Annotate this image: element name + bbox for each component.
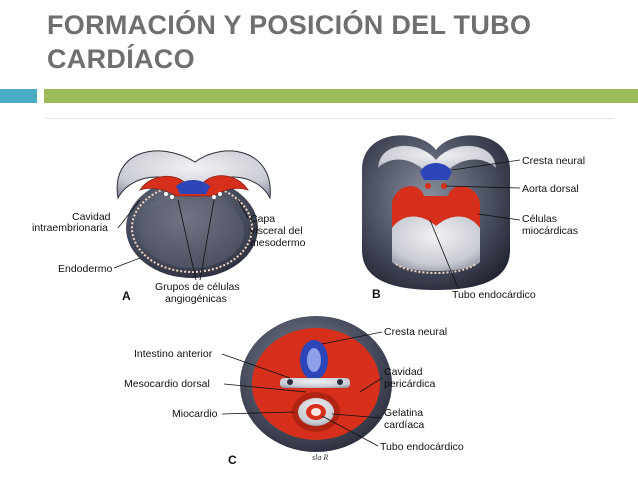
panel-b-letter: B: [372, 287, 381, 301]
content-divider: [44, 118, 614, 119]
label-celulas-miocardicas-1: Células: [522, 213, 557, 225]
label-capa-visceral-2: visceral del: [250, 225, 303, 237]
label-cresta-neural-c: Cresta neural: [384, 326, 447, 338]
label-cavidad-intraembrionaria-2: intraembrionaria: [32, 222, 108, 234]
panel-a-endoderm-dots: [131, 183, 253, 273]
label-intestino-anterior: Intestino anterior: [134, 348, 213, 360]
label-gelatina-cardiaca-1: Gelatina: [384, 407, 423, 419]
label-capa-visceral-3: mesodermo: [250, 237, 306, 249]
panel-a-letter: A: [122, 289, 131, 303]
label-miocardio: Miocardio: [172, 408, 218, 420]
label-cavidad-pericardica-2: pericárdica: [384, 378, 436, 390]
label-cavidad-intraembrionaria-1: Cavidad: [72, 211, 111, 223]
label-grupos-celulas-2: angiogénicas: [165, 293, 227, 305]
title-accent-bar-green: [44, 89, 638, 103]
title-accent-bar-teal: [0, 89, 37, 103]
label-tubo-endocardico-b: Tubo endocárdico: [452, 289, 536, 301]
label-cresta-neural-b: Cresta neural: [522, 155, 585, 167]
panel-a-labels: Cavidad intraembrionaria Capa visceral d…: [32, 199, 306, 305]
label-capa-visceral-1: Capa: [250, 213, 275, 225]
panel-b-myocardial-cells: [392, 186, 480, 228]
label-grupos-celulas-1: Grupos de células: [155, 281, 240, 293]
panel-b-neural-tube: [420, 163, 452, 180]
slide-title: FORMACIÓN Y POSICIÓN DEL TUBO CARDÍACO: [47, 10, 532, 74]
panel-c-foregut: [280, 378, 350, 388]
panel-b-amnion: [378, 145, 496, 172]
panel-b-drawing: [362, 135, 510, 290]
label-aorta-dorsal: Aorta dorsal: [522, 183, 579, 195]
label-celulas-miocardicas-2: miocárdicas: [522, 225, 578, 237]
label-tubo-endocardico-c: Tubo endocárdico: [380, 441, 464, 453]
label-gelatina-cardiaca-2: cardíaca: [384, 419, 424, 431]
panel-a-drawing: [116, 150, 271, 278]
illustrator-signature: sla R: [312, 453, 328, 462]
panel-c-letter: C: [228, 453, 237, 467]
panel-a-neural-plate: [176, 180, 210, 194]
panel-c-labels: Cresta neural Intestino anterior Cavidad…: [124, 326, 464, 467]
label-endodermo: Endodermo: [58, 263, 112, 275]
label-mesocardio-dorsal: Mesocardio dorsal: [124, 378, 210, 390]
panel-b-labels: Cresta neural Aorta dorsal Células miocá…: [372, 155, 585, 301]
panel-c-drawing: [240, 316, 392, 452]
panel-b-foregut: [392, 216, 480, 271]
label-cavidad-pericardica-1: Cavidad: [384, 366, 423, 378]
